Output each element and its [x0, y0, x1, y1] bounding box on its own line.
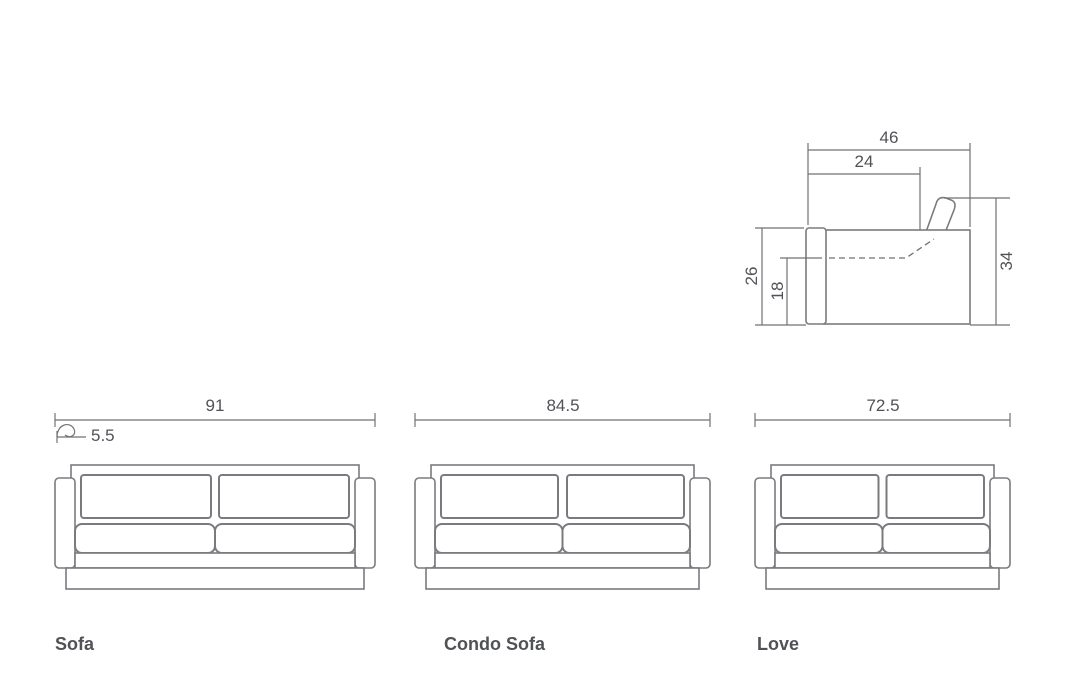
- skirt: [65, 567, 365, 590]
- arm-right: [689, 477, 711, 569]
- arm-left: [414, 477, 436, 569]
- arm-profile-curve: [56, 423, 76, 438]
- back-cushion-right: [885, 474, 985, 519]
- base: [774, 552, 991, 569]
- arm-width-detail: 5.5: [56, 423, 115, 445]
- love-width-label: 72.5: [866, 396, 899, 415]
- sofa-width-label: 91: [206, 396, 225, 415]
- back-cushion-left: [440, 474, 559, 519]
- arm-width-label: 5.5: [91, 426, 115, 445]
- arm-right: [354, 477, 376, 569]
- arm-left: [54, 477, 76, 569]
- arm-right: [989, 477, 1011, 569]
- front-view-love: 72.5 Love: [754, 396, 1011, 654]
- front-view-sofa: 91 5.5 Sofa: [54, 396, 376, 654]
- front-view-condo-sofa: 84.5 Condo Sofa: [414, 396, 711, 654]
- love-drawing: [754, 464, 1011, 590]
- love-width-dimension: 72.5: [754, 396, 1011, 427]
- condo-width-label: 84.5: [546, 396, 579, 415]
- sofa-width-dimension: 91: [54, 396, 376, 427]
- sofa-body-side: [823, 229, 971, 325]
- condo-name-label: Condo Sofa: [444, 634, 546, 654]
- total-depth-label: 46: [880, 128, 899, 147]
- side-view-drawing: [805, 196, 971, 325]
- sofa-drawing: [54, 464, 376, 590]
- seat-depth-label: 24: [855, 152, 874, 171]
- total-height-label: 34: [997, 252, 1016, 271]
- seat-line-dashed: [829, 238, 935, 259]
- base: [434, 552, 691, 569]
- skirt: [425, 567, 700, 590]
- sofa-name-label: Sofa: [55, 634, 95, 654]
- seat-cushion-left: [774, 523, 884, 554]
- back-cushion-left: [80, 474, 212, 519]
- seat-cushion-left: [434, 523, 564, 554]
- back-cushion-right: [218, 474, 350, 519]
- back-cushion-left: [780, 474, 880, 519]
- skirt: [765, 567, 1000, 590]
- seat-cushion-right: [881, 523, 991, 554]
- arm-left: [754, 477, 776, 569]
- back-cushion-right: [566, 474, 685, 519]
- seat-cushion-right: [214, 523, 356, 554]
- seat-cushion-right: [561, 523, 691, 554]
- seat-cushion-left: [74, 523, 216, 554]
- seat-height-label: 18: [768, 282, 787, 301]
- love-name-label: Love: [757, 634, 799, 654]
- base: [74, 552, 356, 569]
- side-view: 46 24 26 18 34: [742, 128, 1016, 326]
- condo-width-dimension: 84.5: [414, 396, 711, 427]
- condo-drawing: [414, 464, 711, 590]
- side-view-height-dimensions: 26 18 34: [742, 197, 1016, 326]
- arm-side: [805, 227, 827, 325]
- arm-height-label: 26: [742, 267, 761, 286]
